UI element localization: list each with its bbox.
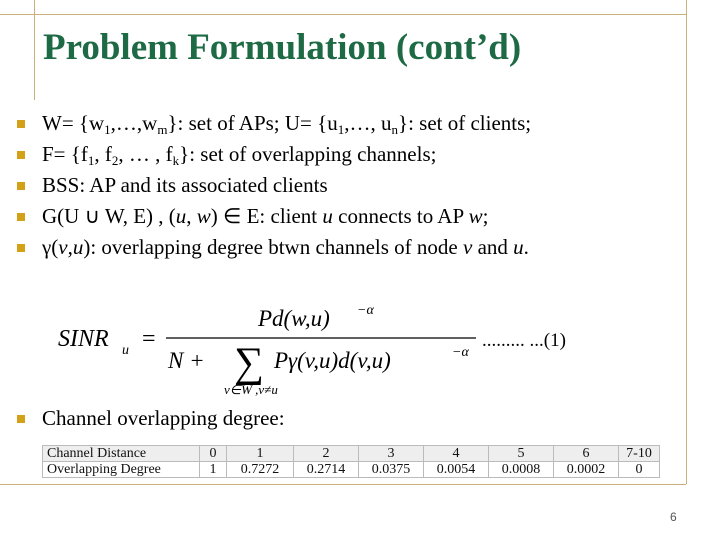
formula-equals: =: [142, 326, 156, 352]
table-cell: 3: [358, 445, 424, 462]
table-cell: 0.2714: [293, 461, 359, 478]
frame-left-line: [34, 0, 35, 100]
table-cell: 0.0054: [423, 461, 489, 478]
table-cell: 0.0002: [553, 461, 619, 478]
bullet-sets: W= {w1,…,wm}: set of APs; U= {u1,…, un}:…: [16, 108, 531, 139]
bullet-list: W= {w1,…,wm}: set of APs; U= {u1,…, un}:…: [16, 108, 531, 263]
page-number: 6: [670, 510, 677, 524]
overlap-degree-table: Channel Distance 0 1 2 3 4 5 6 7-10 Over…: [42, 445, 660, 478]
bullet-bss: BSS: AP and its associated clients: [16, 170, 531, 201]
formula-denominator-term: Pγ(v,u)d(v,u): [273, 348, 391, 373]
table-cell: 1: [199, 461, 227, 478]
table-cell: 7-10: [618, 445, 660, 462]
bullet-square-icon: [17, 244, 25, 252]
bullet-square-icon: [17, 120, 25, 128]
table-row-channel-distance: Channel Distance 0 1 2 3 4 5 6 7-10: [42, 445, 660, 462]
formula-lhs-sub: u: [122, 343, 129, 358]
formula-numerator: Pd(w,u): [257, 306, 330, 331]
table-row-label: Channel Distance: [42, 445, 200, 462]
formula-lhs: SINR: [58, 326, 109, 352]
sum-icon: ∑: [234, 340, 264, 386]
frame-right-line: [686, 0, 687, 484]
bullet-square-icon: [17, 213, 25, 221]
sum-subscript: v∈W ,v≠u: [224, 382, 278, 397]
formula-denominator-n: N +: [167, 348, 205, 373]
slide-title: Problem Formulation (cont’d): [43, 27, 522, 68]
table-cell: 0.0375: [358, 461, 424, 478]
table-row-label: Overlapping Degree: [42, 461, 200, 478]
frame-top-line: [0, 14, 686, 15]
bullet-channels: F= {f1, f2, … , fk}: set of overlapping …: [16, 139, 531, 170]
sinr-formula-svg: SINR u = Pd(w,u) −α N + ∑ v∈W ,v≠u Pγ(v,…: [58, 303, 566, 397]
bullet-gamma: γ(v,u): overlapping degree btwn channels…: [16, 232, 531, 263]
table-cell: 6: [553, 445, 619, 462]
table-row-overlapping-degree: Overlapping Degree 1 0.7272 0.2714 0.037…: [42, 461, 660, 478]
bullet-graph: G(U ∪ W, E) , (u, w) ∈ E: client u conne…: [16, 201, 531, 232]
table-cell: 4: [423, 445, 489, 462]
table-cell: 0: [618, 461, 660, 478]
table-cell: 0.0008: [488, 461, 554, 478]
table-cell: 5: [488, 445, 554, 462]
equation-number: ......... ...(1): [482, 330, 566, 351]
bullet-square-icon: [17, 182, 25, 190]
bullet-overlap-degree: Channel overlapping degree:: [16, 403, 285, 434]
frame-bottom-line: [0, 484, 686, 485]
table-cell: 2: [293, 445, 359, 462]
bullet-square-icon: [17, 151, 25, 159]
table-cell: 0: [199, 445, 227, 462]
table-cell: 1: [226, 445, 294, 462]
table-cell: 0.7272: [226, 461, 294, 478]
bullet-square-icon: [17, 415, 25, 423]
formula-numerator-exponent: −α: [357, 303, 374, 318]
sinr-formula: SINR u = Pd(w,u) −α N + ∑ v∈W ,v≠u Pγ(v,…: [58, 303, 618, 404]
formula-denominator-exponent: −α: [452, 345, 469, 360]
